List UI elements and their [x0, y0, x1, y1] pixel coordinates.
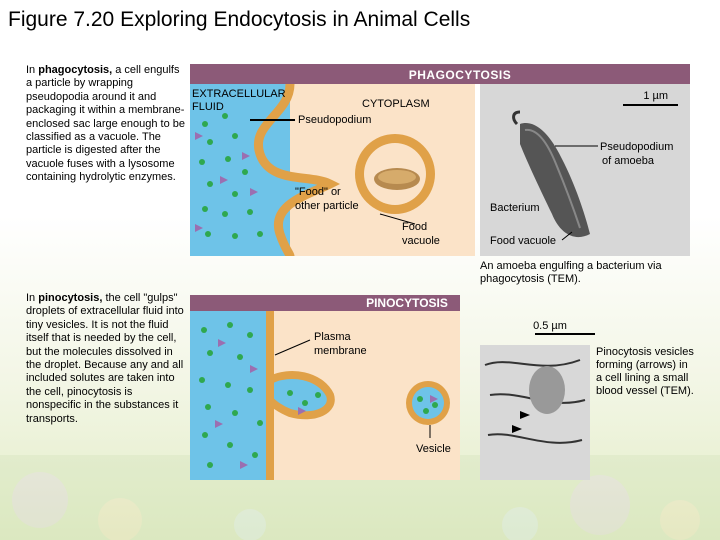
pino-caption-4: blood vessel (TEM).: [596, 385, 694, 397]
pino-caption: Pinocytosis vesicles forming (arrows) in…: [596, 346, 718, 398]
pino-term: pinocytosis,: [38, 292, 103, 304]
pinocytosis-figure: PINOCYTOSIS Plasma membrane Vesicle 0.5 …: [190, 295, 690, 480]
pinocytosis-description: In pinocytosis, the cell "gulps" droplet…: [26, 292, 186, 426]
phago-para-post: a cell engulfs a particle by wrapping ps…: [26, 64, 186, 184]
pino-para-post: the cell "gulps" droplets of extracellul…: [26, 292, 184, 425]
pseudopodium-label: Pseudopodium: [298, 114, 371, 126]
pino-header-bar: [190, 295, 460, 311]
phago-scale-bar: [623, 104, 678, 106]
cytoplasm-label: CYTOPLASM: [362, 98, 430, 110]
phagocytosis-figure: PHAGOCYTOSIS EXTRACELLULAR FLUID CYTOPLA…: [190, 64, 690, 258]
phagocytosis-description: In phagocytosis, a cell engulfs a partic…: [26, 64, 186, 185]
micrograph-nucleus: [529, 366, 565, 414]
phago-solutes: [195, 132, 258, 232]
phago-caption-2: phagocytosis (TEM).: [480, 273, 581, 285]
plasma-label-2: membrane: [314, 345, 367, 357]
phago-scale: 1 µm: [643, 90, 668, 102]
phago-term: phagocytosis,: [38, 64, 113, 76]
food-label-2: other particle: [295, 200, 359, 212]
pino-header: PINOCYTOSIS: [366, 296, 448, 310]
pino-molecules: [199, 322, 438, 468]
phago-caption-1: An amoeba engulfing a bacterium via: [480, 260, 662, 272]
pino-scale: 0.5 µm: [533, 320, 567, 332]
phago-caption: An amoeba engulfing a bacterium via phag…: [480, 260, 695, 286]
micro-food-vacuole-label: Food vacuole: [490, 235, 556, 247]
micro-pseudopodium-label-1: Pseudopodium: [600, 141, 673, 153]
amoeba-shape: [512, 110, 590, 238]
pino-solutes: [215, 339, 438, 469]
bacterium-label: Bacterium: [490, 202, 540, 214]
extracellular-label-1: EXTRACELLULAR: [192, 88, 286, 100]
pino-caption-1: Pinocytosis vesicles: [596, 346, 694, 358]
extracellular-label-2: FLUID: [192, 101, 224, 113]
phago-header-bar: [190, 64, 690, 84]
food-vacuole-label-2: vacuole: [402, 235, 440, 247]
food-vacuole-label-1: Food: [402, 221, 427, 233]
pino-caption-2: forming (arrows) in: [596, 359, 688, 371]
vesicle-label: Vesicle: [416, 443, 451, 455]
pino-scale-bar: [535, 333, 595, 335]
pino-fluid: [190, 311, 270, 480]
phago-membrane: [253, 83, 341, 258]
food-vacuole-pointer: [379, 213, 416, 225]
phago-para-pre: In: [26, 64, 39, 76]
micro-pseudopodium-label-2: of amoeba: [602, 155, 655, 167]
food-label-1: "Food" or: [295, 186, 341, 198]
plasma-pointer: [274, 339, 311, 356]
phago-header: PHAGOCYTOSIS: [409, 68, 511, 82]
pino-caption-3: a cell lining a small: [596, 372, 689, 384]
phago-molecules: [199, 113, 263, 239]
phagocytosis-diagram: PHAGOCYTOSIS EXTRACELLULAR FLUID CYTOPLA…: [190, 64, 690, 258]
plasma-label-1: Plasma: [314, 331, 352, 343]
page-title: Figure 7.20 Exploring Endocytosis in Ani…: [8, 8, 471, 31]
vesicle-arrows: [512, 411, 530, 433]
pinocytosis-diagram: PINOCYTOSIS Plasma membrane Vesicle 0.5 …: [190, 295, 595, 480]
pino-para-pre: In: [26, 292, 39, 304]
pino-micrograph: [480, 345, 590, 480]
